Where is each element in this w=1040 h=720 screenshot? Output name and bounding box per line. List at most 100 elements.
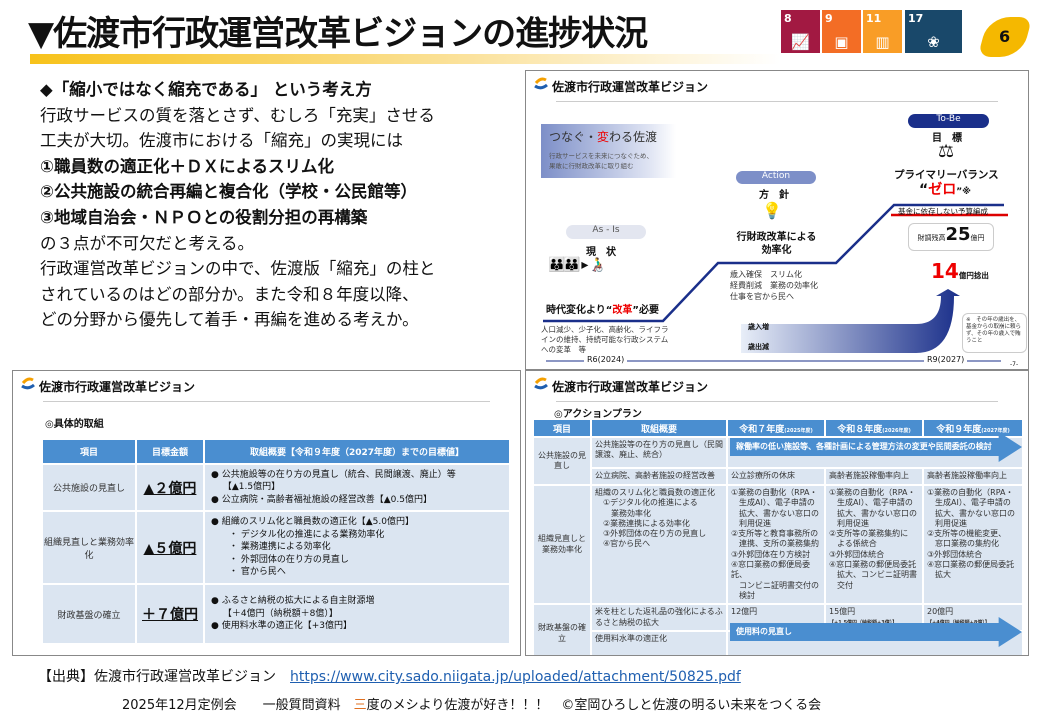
year-label: 令和８年度 <box>837 424 883 435</box>
savings-value: 14 <box>931 259 959 283</box>
title-underline <box>30 54 780 64</box>
detail: ・ 業務連携による効率化 <box>211 542 331 553</box>
table-row: 組織見直しと業務効率化▲５億円 ● 組織のスリム化と職員数の適正化【▲5.0億円】… <box>41 510 511 585</box>
zero: ゼロ <box>928 182 957 198</box>
divider <box>556 401 998 402</box>
sdg-11-icon: 11▥ <box>863 10 902 53</box>
action-items: 歳入確保 スリム化経費削減 業務の効率化仕事を官から民へ <box>730 269 818 302</box>
budget-policy: 基金に依存しない予算編成 <box>898 207 988 216</box>
zero-target: “ゼロ”※ <box>919 179 971 199</box>
item-cell: 財政基盤の確立 <box>532 603 592 655</box>
need-text: ”必要 <box>632 305 659 316</box>
sdg-8-icon: 8📈 <box>781 10 820 53</box>
slogan-box: つなぐ・変わる佐渡 行政サービスを未来につなぐため、 果敢に行財政改革に取り組む <box>541 124 676 178</box>
action-label: 方 針 <box>759 190 789 201</box>
start-year: R6(2024) <box>584 355 628 364</box>
as-is-need: 時代変化より“改革”必要 <box>546 301 659 316</box>
amount-cell: ▲５億円 <box>135 510 205 585</box>
action-main: 行財政改革による効率化 <box>736 232 817 256</box>
year-label: 令和９年度 <box>936 424 982 435</box>
detail: ● 公立病院・高齢者福祉施設の経営改善【▲0.5億円】 <box>211 494 432 505</box>
detail: ● 使用料水準の適正化【+3億円】 <box>211 621 352 632</box>
sdg-number: 9 <box>825 12 833 25</box>
amount: 15億円 <box>829 607 856 617</box>
column-header: 令和９年度(2027年度) <box>922 418 1024 438</box>
column-header: 令和７年度(2025年度) <box>726 418 826 438</box>
column-header: 項目 <box>41 438 137 465</box>
sdg-9-icon: 9▣ <box>822 10 861 53</box>
team-idea-icon: 💡 <box>762 201 782 220</box>
specific-table: 項目目標金額取組概要【令和９年度（2027年度）までの目標値】 公共施設の見直し… <box>41 438 511 645</box>
action-pill: Action <box>736 171 816 184</box>
text-line: 工夫が大切。佐渡市における「縮充」の実現には <box>40 131 403 151</box>
point-3: ③地域自治会・ＮＰＯとの役割分担の再構築 <box>40 207 368 227</box>
column-header: 取組概要 <box>590 418 728 438</box>
meeting-label: 2025年12月定例会 一般質問資料 <box>122 698 354 713</box>
slide-title: 佐渡市行政運営改革ビジョン <box>39 380 196 394</box>
item-cell: 財政基盤の確立 <box>41 583 137 645</box>
as-is-desc: 人口減少、少子化、高齢化、ライフラインの維持、持続可能な行政システムへの変革 等 <box>541 325 669 354</box>
quote: ”※ <box>956 187 971 197</box>
summary-cell: 米を柱とした返礼品の強化によるふるさと納税の拡大 <box>590 603 728 632</box>
detail: ・ 官から民へ <box>211 567 286 578</box>
balance-box: 財調残高25億円 <box>908 223 994 251</box>
slogan-sub: 果敢に行財政改革に取り組む <box>549 162 634 170</box>
action-item: 仕事を官から民へ <box>730 292 794 301</box>
slogan-sub: 行政サービスを未来につなぐため、 <box>549 152 653 160</box>
text-line: 行政運営改革ビジョンの中で、佐渡版「縮充」の柱と <box>40 259 436 279</box>
sado-logo-icon <box>534 77 548 90</box>
column-header: 令和８年度(2026年度) <box>824 418 924 438</box>
slogan: つなぐ・ <box>549 130 598 144</box>
detail: 【▲1.5億円】 <box>211 482 281 493</box>
detail: ● 組織のスリム化と職員数の適正化【▲5.0億円】 <box>211 517 414 528</box>
source-label: 【出典】佐渡市行政運営改革ビジョン <box>38 669 276 685</box>
page-number: 6 <box>999 27 1011 46</box>
vision-slide: 佐渡市行政運営改革ビジョン つなぐ・変わる佐渡 行政サービスを未来につなぐため、… <box>525 70 1029 370</box>
sado-logo-icon <box>21 377 35 390</box>
balance-value: 25 <box>945 224 971 245</box>
balance-label: 財調残高 <box>917 234 946 242</box>
summary-cell: 公立病院、高齢者施設の経営改善 <box>590 467 728 486</box>
sdg-17-icon: 17❀ <box>905 10 962 53</box>
amount-cell: ▲２億円 <box>135 463 205 512</box>
point-1: ①職員数の適正化＋ＤＸによるスリム化 <box>40 156 334 176</box>
column-header: 取組概要【令和９年度（2027年度）までの目標値】 <box>203 438 511 465</box>
to-be-label: 目 標 <box>932 133 962 144</box>
people-icon: 👪👪 ▸ 👨‍🦽 <box>548 257 606 273</box>
action-item: 経費削減 業務の効率化 <box>730 281 818 290</box>
detail: ・ 外郭団体の在り方の見直し <box>211 554 349 565</box>
question-heading: ◆「縮小ではなく縮充である」 という考え方 <box>40 80 372 99</box>
source-link[interactable]: https://www.city.sado.niigata.jp/uploade… <box>290 669 741 685</box>
need-red: 改革 <box>612 305 633 316</box>
table-row: 公共施設の見直し▲２億円● 公共施設等の在り方の見直し（統合、民間譲渡、廃止）等… <box>41 463 511 512</box>
year-cell: 高齢者施設稼働率向上 <box>824 467 924 486</box>
divider <box>556 101 998 102</box>
text-line: の３点が不可欠だと考える。 <box>40 233 255 253</box>
table-row: 公立病院、高齢者施設の経営改善公立診療所の休床高齢者施設稼働率向上高齢者施設稼働… <box>533 467 1024 486</box>
divider <box>43 401 490 402</box>
text-line: されているのはどの部分か。また令和８年度以降、 <box>40 284 419 304</box>
end-year: R9(2027) <box>924 355 968 364</box>
savings: 14億円捻出 <box>931 259 989 283</box>
section-subtitle: ◎具体的取組 <box>45 419 104 430</box>
item-cell: 公共施設の見直し <box>41 463 137 512</box>
summary-cell: 使用料水準の適正化 <box>590 629 728 655</box>
primary-balance: プライマリーバランス <box>894 169 999 181</box>
sdg-number: 11 <box>866 12 882 25</box>
specific-slide: 佐渡市行政運営改革ビジョン ◎具体的取組 項目目標金額取組概要【令和９年度（20… <box>12 370 521 656</box>
need-text: 時代変化より“ <box>546 305 613 316</box>
text-line: 行政サービスの質を落とさず、むしろ「充実」させる <box>40 105 435 125</box>
year-cell: ①業務の自動化（RPA・ 生成AI）、電子申請の 拡大、書かない窓口の 利用促進… <box>824 483 924 606</box>
year-cell: 高齢者施設稼働率向上 <box>922 467 1024 486</box>
quote: “ <box>919 182 929 198</box>
page-title: ▼佐渡市行政運営改革ビジョンの進捗状況 <box>28 14 648 54</box>
year-cell: 公立診療所の休床 <box>726 467 826 486</box>
slogan-red: 変 <box>597 130 610 144</box>
section-subtitle: ◎アクションプラン <box>554 409 642 420</box>
summary-cell: 組織のスリム化と職員数の適正化 ①デジタル化の推進による 業務効率化 ②業務連携… <box>590 483 728 606</box>
slogan-rest: わる佐渡 <box>609 130 658 144</box>
item-cell: 組織見直しと業務効率化 <box>41 510 137 585</box>
source-citation: 【出典】佐渡市行政運営改革ビジョン https://www.city.sado.n… <box>38 666 741 686</box>
slogan-highlight: 三 <box>353 698 367 713</box>
table-row: 組織見直しと業務効率化組織のスリム化と職員数の適正化 ①デジタル化の推進による … <box>532 483 1024 606</box>
